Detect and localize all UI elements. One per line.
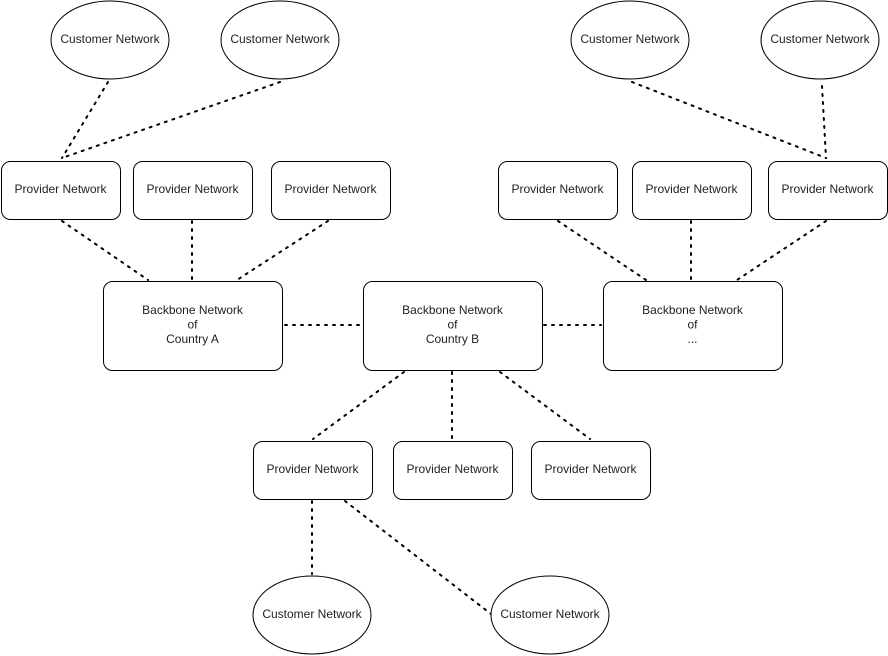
node-prov-c2: Provider Network	[632, 161, 752, 220]
connection-cust-c2-prov-c3	[821, 85, 827, 159]
node-label-line: Provider Network	[544, 462, 637, 476]
node-cust-b1: Customer Network	[252, 575, 372, 655]
node-label-line: Provider Network	[14, 182, 107, 196]
node-prov-a1: Provider Network	[1, 161, 121, 220]
customer-network-ellipse	[252, 575, 372, 655]
node-prov-b3: Provider Network	[531, 441, 651, 500]
node-label-line: Customer Network	[500, 607, 600, 621]
provider-network-box	[393, 441, 513, 500]
node-label-line: Provider Network	[781, 182, 874, 196]
node-label-line: Provider Network	[406, 462, 499, 476]
node-label-line: Backbone Network	[642, 303, 744, 317]
customer-network-ellipse	[760, 0, 880, 80]
node-label-line: Provider Network	[146, 182, 239, 196]
backbone-network-box	[603, 281, 783, 371]
connection-bb-b-prov-b3	[499, 371, 591, 440]
node-label-line: Customer Network	[230, 32, 330, 46]
customer-network-ellipse	[570, 0, 690, 80]
node-prov-b2: Provider Network	[393, 441, 513, 500]
connection-prov-a1-bb-a	[61, 220, 149, 281]
node-cust-c2: Customer Network	[760, 0, 880, 80]
backbone-network-box	[363, 281, 543, 371]
node-label-line: Customer Network	[262, 607, 362, 621]
node-cust-c1: Customer Network	[570, 0, 690, 80]
provider-network-box	[253, 441, 373, 500]
node-prov-c1: Provider Network	[498, 161, 618, 220]
node-label-line: Customer Network	[580, 32, 680, 46]
provider-network-box	[133, 161, 253, 220]
node-bb-c: Backbone Networkof...	[603, 281, 783, 371]
customer-network-ellipse	[220, 0, 340, 80]
provider-network-box	[271, 161, 391, 220]
provider-network-box	[531, 441, 651, 500]
connections-layer	[61, 81, 827, 615]
customer-network-ellipse	[50, 0, 170, 80]
provider-network-box	[632, 161, 752, 220]
connection-cust-a1-prov-a1	[61, 81, 109, 159]
provider-network-box	[1, 161, 121, 220]
node-label-line: Provider Network	[266, 462, 359, 476]
node-label-line: Backbone Network	[402, 303, 504, 317]
node-label-line: of	[187, 318, 198, 332]
connection-prov-a3-bb-a	[236, 220, 329, 281]
node-label-line: Provider Network	[284, 182, 377, 196]
connection-prov-c1-bb-c	[557, 220, 647, 281]
customer-network-ellipse	[490, 575, 610, 655]
connection-bb-b-prov-b1	[312, 371, 405, 440]
node-label-line: Provider Network	[511, 182, 604, 196]
node-prov-a3: Provider Network	[271, 161, 391, 220]
node-cust-a1: Customer Network	[50, 0, 170, 80]
node-label-line: Country A	[166, 332, 219, 346]
node-prov-a2: Provider Network	[133, 161, 253, 220]
node-prov-b1: Provider Network	[253, 441, 373, 500]
node-label-line: Country B	[426, 332, 479, 346]
node-label-line: Customer Network	[770, 32, 870, 46]
backbone-network-box	[103, 281, 283, 371]
node-label-line: Provider Network	[645, 182, 738, 196]
node-label-line: of	[447, 318, 458, 332]
connection-cust-a2-prov-a1	[61, 81, 281, 159]
node-label-line: ...	[687, 332, 697, 346]
node-cust-a2: Customer Network	[220, 0, 340, 80]
node-label-line: Backbone Network	[142, 303, 244, 317]
node-label-line: Customer Network	[60, 32, 160, 46]
connection-prov-c3-bb-c	[736, 220, 827, 281]
node-cust-b2: Customer Network	[490, 575, 610, 655]
connection-prov-b1-cust-b2	[344, 500, 492, 615]
node-label-line: of	[687, 318, 698, 332]
connection-cust-c1-prov-c3	[631, 81, 827, 159]
node-prov-c3: Provider Network	[768, 161, 888, 220]
provider-network-box	[498, 161, 618, 220]
